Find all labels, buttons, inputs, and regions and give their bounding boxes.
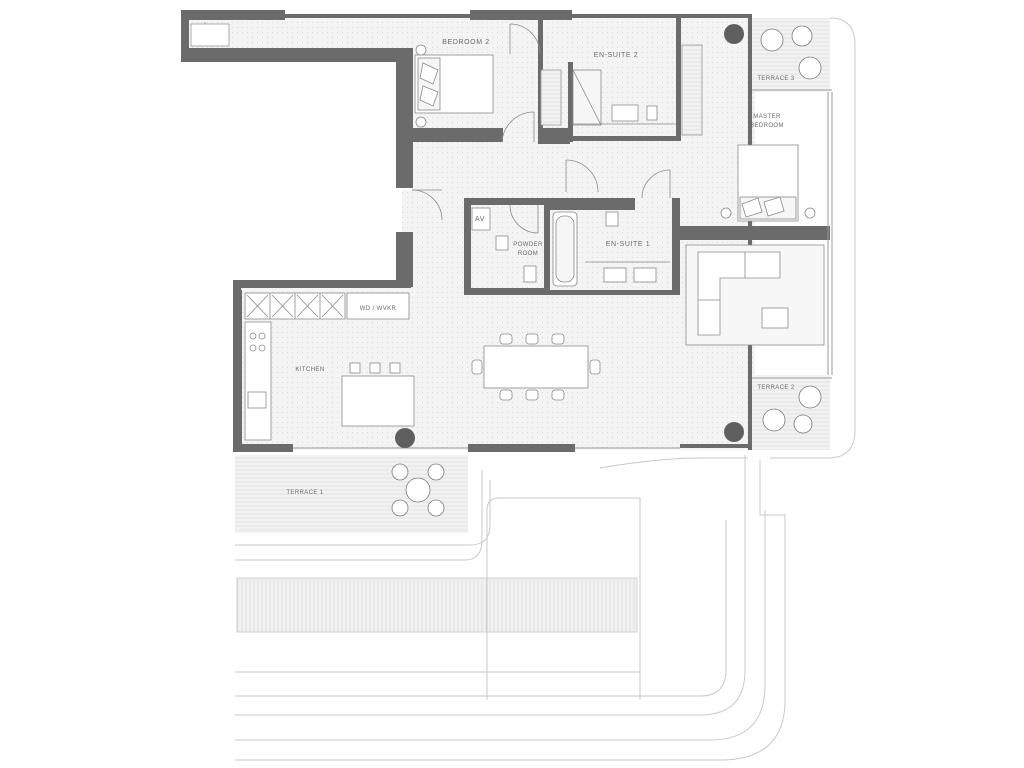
label-kitchen: KITCHEN	[295, 367, 324, 373]
label-terrace-3: TERRACE 3	[757, 76, 795, 82]
label-master-1: MASTER	[753, 114, 781, 120]
terrace-2-floor	[752, 375, 830, 450]
label-av: AV	[475, 216, 485, 223]
walls	[181, 10, 830, 452]
terrace-1-furniture	[391, 463, 445, 517]
ensuite-1-fixtures	[552, 211, 670, 287]
terrace-2-furniture	[762, 385, 822, 434]
bed-bedroom-2	[414, 44, 494, 128]
living-area	[685, 244, 825, 346]
wardrobes	[190, 23, 703, 136]
label-ensuite-2: EN-SUITE 2	[594, 52, 639, 59]
columns	[395, 24, 744, 448]
label-terrace-2: TERRACE 2	[757, 385, 795, 391]
kitchen-units	[244, 292, 415, 441]
label-powder-2: ROOM	[518, 251, 538, 257]
bed-master	[720, 144, 816, 222]
label-bedroom-2: BEDROOM 2	[442, 39, 489, 46]
label-ensuite-1: EN-SUITE 1	[606, 241, 651, 248]
dining-table	[471, 333, 601, 401]
powder-room-fixtures	[471, 207, 537, 283]
windows	[293, 89, 833, 449]
label-terrace-1: TERRACE 1	[286, 490, 324, 496]
terrace-3-furniture	[760, 25, 822, 80]
label-wd: WD / WVKR	[360, 306, 397, 312]
door-swings	[204, 22, 671, 234]
terrace-3-floor	[752, 18, 830, 92]
label-master-2: BEDROOM	[750, 123, 784, 129]
label-powder-1: POWDER	[513, 242, 543, 248]
ensuite-2-fixtures	[572, 69, 676, 126]
room-labels: BEDROOM 2 EN-SUITE 2 TERRACE 3 MASTER BE…	[286, 39, 795, 496]
landscape	[235, 17, 856, 761]
